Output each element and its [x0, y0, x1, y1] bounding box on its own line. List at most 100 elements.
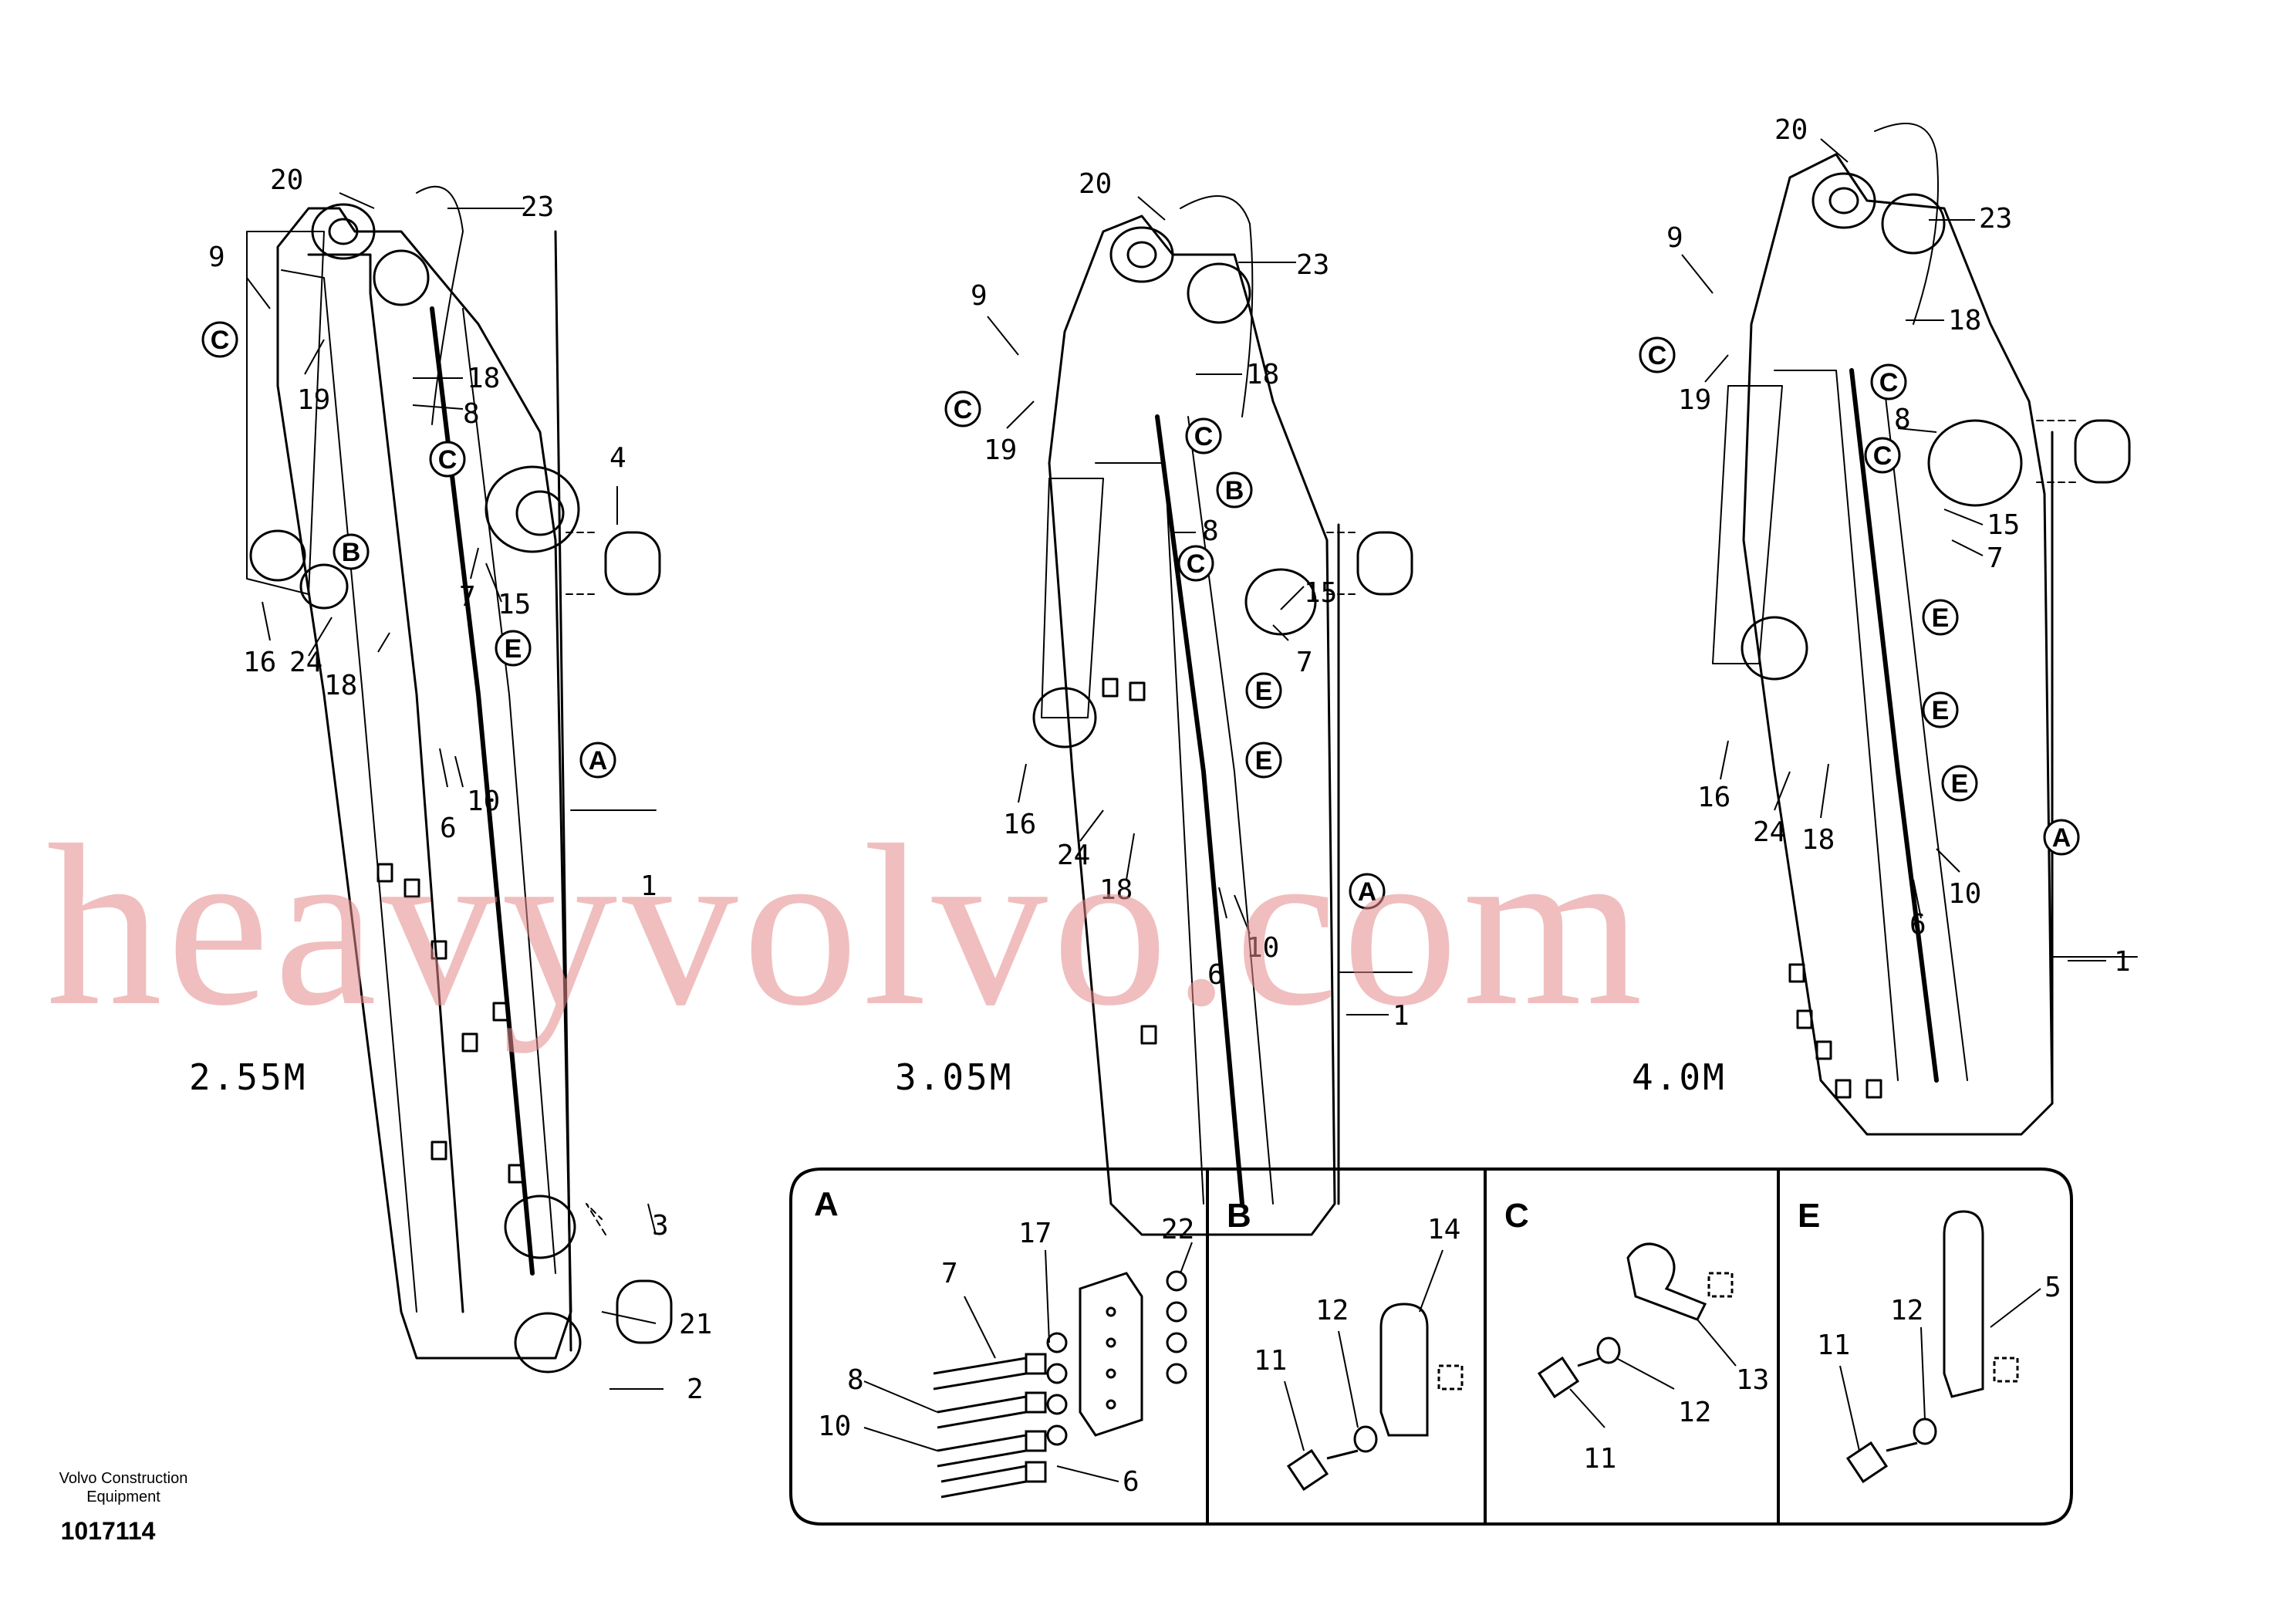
part-label: 7 [1987, 542, 2004, 574]
svg-text:E: E [505, 634, 522, 664]
svg-text:C: C [438, 445, 458, 475]
callout-c: C [1639, 336, 1676, 373]
detail-b-drawing [1286, 1303, 1464, 1492]
part-label: 15 [1987, 509, 2020, 541]
part-label: 9 [1666, 222, 1683, 254]
leader-lines [246, 138, 2106, 1482]
callout-a: A [2043, 819, 2080, 856]
part-label: 15 [498, 589, 531, 620]
length-label-4-0m: 4.0M [1632, 1056, 1727, 1098]
part-label: 20 [1774, 114, 1808, 146]
part-label: 10 [1246, 932, 1279, 964]
part-label: 10 [818, 1411, 851, 1442]
part-label: 23 [1979, 203, 2012, 235]
watermark: heavyvolvo.com [46, 797, 1647, 1054]
part-label: 23 [1296, 249, 1329, 281]
part-label: 18 [1801, 824, 1835, 856]
part-label: 10 [1948, 878, 1981, 910]
part-label: 1 [1393, 1000, 1410, 1032]
svg-text:E: E [1932, 696, 1950, 725]
svg-text:B: B [342, 538, 361, 567]
svg-text:C: C [1187, 549, 1206, 579]
part-label: 8 [1894, 404, 1911, 435]
svg-text:E: E [1255, 677, 1273, 706]
part-label: 7 [459, 581, 476, 613]
part-label: 19 [1678, 384, 1711, 416]
part-label: 5 [2044, 1272, 2061, 1303]
callout-e: E [1941, 765, 1978, 802]
part-label: 24 [1753, 816, 1786, 848]
callout-c: C [944, 390, 981, 427]
detail-c-drawing [1537, 1242, 1734, 1399]
boom-2-55m-labels: 20 23 9 19 18 8 15 4 7 16 24 18 10 6 1 3… [208, 164, 712, 1405]
svg-text:E: E [1932, 603, 1950, 633]
part-label: 8 [1202, 515, 1219, 547]
part-label: 6 [1123, 1466, 1140, 1498]
svg-text:C: C [1879, 368, 1899, 397]
part-label: 21 [679, 1309, 712, 1340]
part-label: 9 [208, 242, 225, 273]
part-label: 7 [941, 1258, 958, 1289]
part-label: 1 [640, 870, 657, 902]
length-label-3-05m: 3.05M [895, 1056, 1013, 1098]
boom-4-0m-labels: 20 23 9 19 18 8 15 7 16 24 18 6 10 1 [1666, 114, 2131, 978]
section-title-b: B [1227, 1197, 1251, 1235]
callout-e: E [1922, 599, 1959, 636]
callout-c: C [1177, 545, 1214, 582]
svg-text:A: A [1358, 877, 1377, 907]
drawing-number: 1017114 [61, 1517, 156, 1545]
section-title-e: E [1798, 1197, 1820, 1235]
callout-c: C [201, 321, 238, 358]
part-label: 16 [1003, 809, 1036, 840]
callouts: C C B E A C C B C E E A C C C E E E A [201, 321, 2080, 910]
part-label: 6 [440, 813, 457, 844]
part-label: 17 [1018, 1218, 1052, 1249]
length-label-2-55m: 2.55M [189, 1056, 307, 1098]
callout-e: E [495, 630, 532, 667]
company-name-line2: Equipment [86, 1489, 160, 1505]
part-label: 8 [463, 398, 480, 430]
part-label: 18 [1246, 359, 1279, 390]
detail-a-drawing [933, 1270, 1187, 1499]
callout-e: E [1922, 691, 1959, 728]
svg-text:C: C [1648, 341, 1667, 370]
svg-text:C: C [211, 326, 230, 355]
part-label: 11 [1817, 1330, 1850, 1361]
callout-c: C [1185, 417, 1222, 454]
part-label: 16 [1697, 782, 1730, 813]
part-label: 18 [467, 363, 500, 394]
company-name-line1: Volvo Construction [59, 1470, 188, 1487]
svg-text:E: E [1951, 769, 1969, 799]
boom-drawing-4-0m [1712, 123, 2138, 1136]
part-label: 22 [1161, 1214, 1194, 1245]
svg-text:A: A [2052, 823, 2071, 853]
callout-c: C [1870, 363, 1907, 400]
part-label: 14 [1427, 1214, 1460, 1245]
svg-text:B: B [1225, 476, 1244, 505]
detail-frame [789, 1168, 2073, 1526]
part-label: 11 [1583, 1443, 1616, 1475]
part-label: 6 [1909, 909, 1926, 941]
part-label: 10 [467, 786, 500, 817]
part-label: 11 [1254, 1345, 1287, 1377]
part-label: 1 [2114, 946, 2131, 978]
part-label: 16 [243, 647, 276, 678]
section-title-a: A [814, 1185, 839, 1223]
callout-c: C [429, 441, 466, 478]
part-label: 18 [1948, 305, 1981, 336]
boom-3-05m-labels: 20 23 9 19 18 8 15 7 16 24 18 10 6 1 [971, 168, 1410, 1032]
part-label: 2 [687, 1374, 704, 1405]
part-label: 18 [1099, 874, 1133, 906]
detail-labels: A B C E 22 17 7 8 10 6 14 12 11 13 12 11… [814, 1185, 2061, 1498]
part-label: 8 [847, 1364, 864, 1396]
detail-e-drawing [1845, 1210, 2019, 1484]
part-label: 3 [652, 1210, 669, 1242]
callout-c: C [1864, 437, 1901, 474]
part-label: 24 [289, 647, 322, 678]
part-label: 9 [971, 280, 988, 312]
part-label: 23 [521, 191, 554, 223]
part-label: 20 [270, 164, 303, 196]
callout-b: B [333, 533, 370, 570]
part-label: 6 [1207, 959, 1224, 991]
